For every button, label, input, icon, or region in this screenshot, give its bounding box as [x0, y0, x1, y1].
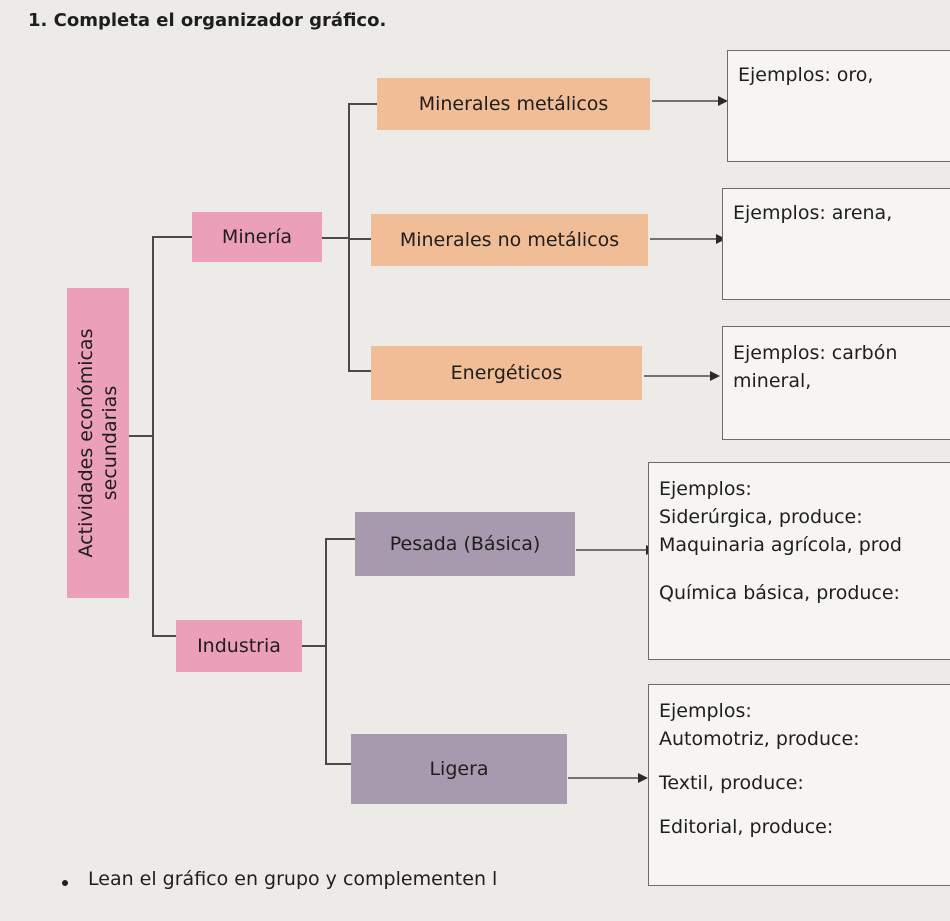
example-line: Ejemplos: arena,	[733, 202, 893, 224]
answer-box-pesada[interactable]: Ejemplos: Siderúrgica, produce: Maquinar…	[648, 462, 950, 660]
connector	[322, 237, 350, 239]
root-label-line1: Actividades económicas	[75, 328, 97, 558]
example-line: Siderúrgica, produce:	[659, 506, 863, 528]
connector	[348, 238, 372, 240]
example-line: Química básica, produce:	[659, 582, 900, 604]
connector	[348, 103, 378, 105]
example-line: Editorial, produce:	[659, 816, 834, 838]
arrow-right-icon	[568, 773, 648, 783]
ligera-label: Ligera	[429, 758, 489, 780]
example-line	[659, 753, 860, 769]
pesada-label: Pesada (Básica)	[389, 533, 541, 555]
example-line: mineral,	[733, 370, 812, 392]
arrow-right-icon	[650, 234, 726, 244]
industria-box: Industria	[176, 620, 302, 672]
bullet-icon	[62, 880, 68, 886]
example-line: Ejemplos: carbón	[733, 342, 898, 364]
minerales-no-metalicos-label: Minerales no metálicos	[399, 229, 620, 251]
answer-box-energeticos[interactable]: Ejemplos: carbón mineral,	[722, 326, 950, 440]
connector	[302, 645, 326, 647]
exercise-title: 1. Completa el organizador gráfico.	[28, 10, 387, 31]
arrow-right-icon	[644, 371, 720, 381]
connector	[325, 763, 351, 765]
example-line	[659, 559, 902, 579]
connector	[325, 538, 355, 540]
energeticos-label: Energéticos	[450, 362, 563, 384]
example-line	[659, 797, 860, 813]
minerales-no-metalicos-box: Minerales no metálicos	[371, 214, 648, 266]
energeticos-box: Energéticos	[371, 346, 642, 400]
answer-box-ligera[interactable]: Ejemplos: Automotriz, produce: Textil, p…	[648, 684, 950, 886]
footer-instruction: Lean el gráfico en grupo y complementen …	[88, 868, 498, 890]
mineria-box: Minería	[192, 212, 322, 262]
connector	[152, 635, 176, 637]
mineria-label: Minería	[221, 226, 293, 248]
answer-box-no-metalicos[interactable]: Ejemplos: arena,	[722, 188, 950, 300]
connector	[348, 103, 350, 371]
industria-label: Industria	[197, 635, 281, 657]
example-line: Ejemplos: oro,	[738, 64, 874, 86]
root-box: Actividades económicas secundarias	[67, 288, 129, 598]
minerales-metalicos-label: Minerales metálicos	[418, 93, 609, 115]
connector	[325, 538, 327, 764]
example-line: Ejemplos:	[659, 700, 752, 722]
example-line: Maquinaria agrícola, prod	[659, 534, 902, 556]
connector	[348, 370, 372, 372]
arrow-right-icon	[652, 96, 728, 106]
connector	[152, 236, 192, 238]
connector	[129, 435, 153, 437]
example-line: Textil, produce:	[659, 772, 804, 794]
connector	[152, 236, 154, 636]
pesada-box: Pesada (Básica)	[355, 512, 575, 576]
example-line: Ejemplos:	[659, 478, 752, 500]
example-line: Automotriz, produce:	[659, 728, 860, 750]
answer-box-metalicos[interactable]: Ejemplos: oro,	[727, 50, 950, 162]
root-label-line2: secundarias	[99, 385, 121, 501]
minerales-metalicos-box: Minerales metálicos	[377, 78, 650, 130]
ligera-box: Ligera	[351, 734, 567, 804]
